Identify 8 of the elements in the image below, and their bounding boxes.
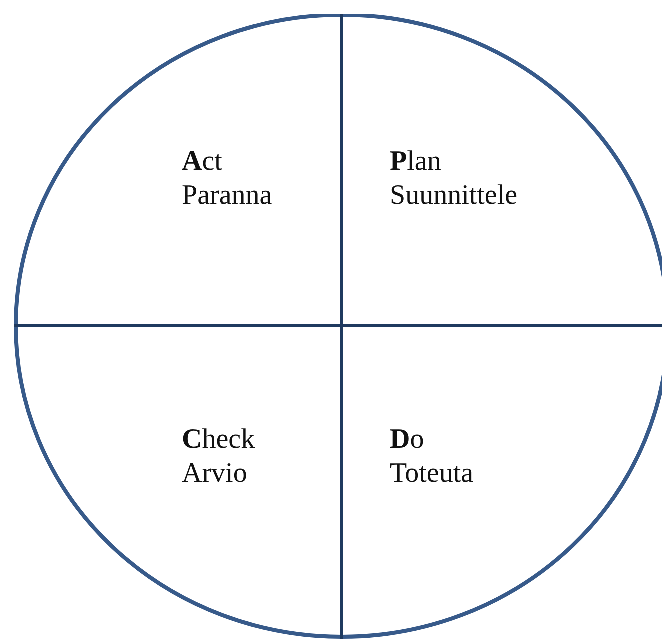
quadrant-title: Do xyxy=(390,423,424,457)
quadrant-subtitle: Paranna xyxy=(182,178,272,212)
quadrant-subtitle: Arvio xyxy=(182,456,248,490)
quadrant-subtitle: Suunnittele xyxy=(390,178,518,212)
quadrant-title: Check xyxy=(182,423,256,457)
quadrant-title: Plan xyxy=(390,145,442,179)
quadrant-subtitle: Toteuta xyxy=(390,456,474,490)
quadrant-title: Act xyxy=(182,145,222,179)
